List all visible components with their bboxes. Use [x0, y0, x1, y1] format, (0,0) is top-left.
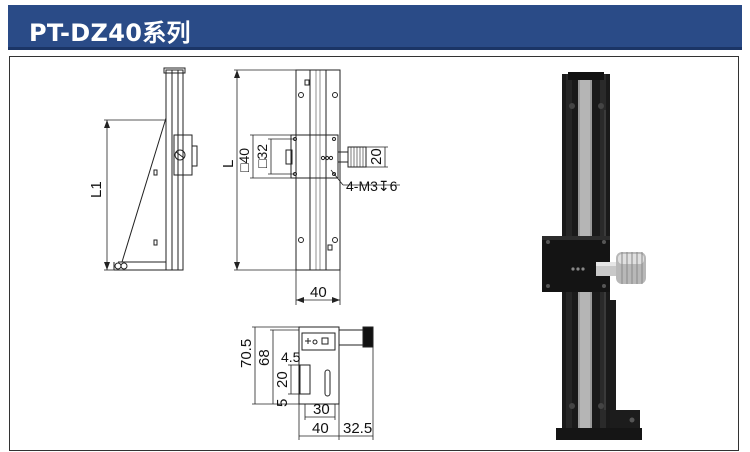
front-view	[234, 69, 400, 305]
title-bar: PT-DZ40系列	[8, 5, 742, 50]
dim-30: 30	[313, 401, 330, 418]
page-title: PT-DZ40系列	[29, 19, 191, 47]
dim-sq40: □40	[236, 148, 252, 172]
dim-32-5: 32.5	[343, 420, 372, 437]
dim-knob: 20	[368, 148, 385, 165]
product-photo	[542, 72, 646, 440]
drawing-frame	[9, 56, 739, 451]
dim-width: 40	[310, 284, 327, 301]
dim-sq32: □32	[254, 144, 270, 168]
bottom-view	[252, 326, 374, 440]
dim-l: L	[220, 160, 237, 168]
dim-4-5: 4.5	[281, 349, 301, 365]
dim-68: 68	[256, 349, 273, 366]
dim-70-5: 70.5	[238, 339, 255, 368]
side-view	[104, 67, 198, 271]
dim-40: 40	[312, 420, 329, 437]
dim-l1: L1	[88, 181, 105, 198]
dim-5: 5	[274, 399, 291, 407]
dim-holes: 4-M3↧6	[346, 178, 398, 194]
dim-20: 20	[274, 371, 291, 388]
